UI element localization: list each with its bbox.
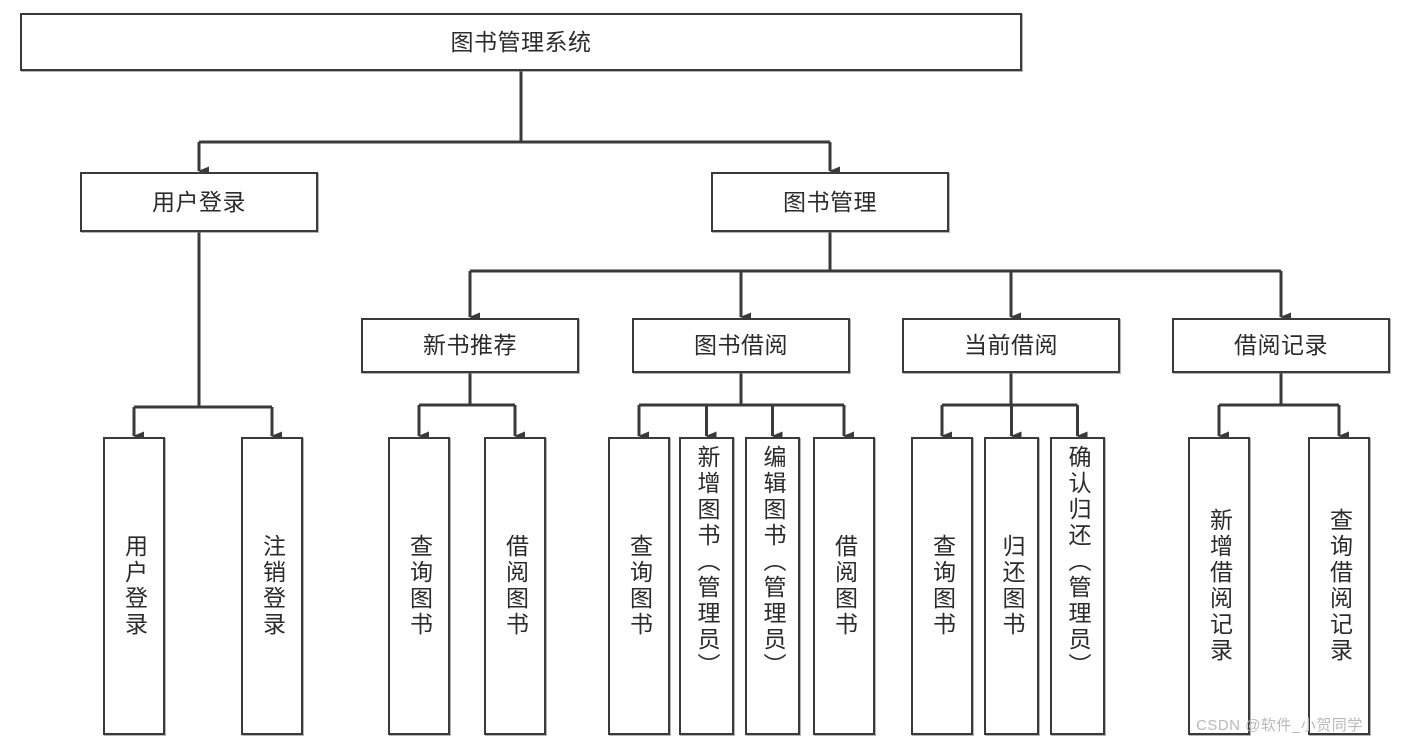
node-label: 查询图书: [626, 534, 653, 638]
node-label: 图书借阅: [694, 332, 788, 359]
leaf-confirm-return-admin[interactable]: 确认归还（管理员）: [1050, 437, 1105, 735]
leaf-return-books[interactable]: 归还图书: [984, 437, 1039, 735]
node-label: 新书推荐: [423, 332, 517, 359]
node-label: 查询图书: [406, 534, 433, 638]
node-label: 新增图书（管理员）: [694, 445, 720, 679]
node-book-management[interactable]: 图书管理: [711, 172, 949, 232]
node-label: 借阅图书: [831, 534, 858, 638]
leaf-query-books-recommendation[interactable]: 查询图书: [388, 437, 450, 735]
node-label: 编辑图书（管理员）: [760, 445, 786, 679]
node-label: 图书管理: [783, 188, 877, 215]
node-label: 归还图书: [999, 534, 1025, 638]
node-label: 确认归还（管理员）: [1065, 445, 1091, 679]
node-label: 借阅图书: [502, 534, 529, 638]
node-label: 新增借阅记录: [1206, 508, 1233, 664]
node-new-book-recommendation[interactable]: 新书推荐: [361, 318, 579, 373]
leaf-borrow-books-borrowing[interactable]: 借阅图书: [813, 437, 875, 735]
node-label: 图书管理系统: [450, 28, 592, 55]
node-label: 用户登录: [152, 188, 246, 215]
leaf-add-borrowing-record[interactable]: 新增借阅记录: [1188, 437, 1250, 735]
node-root-book-management-system[interactable]: 图书管理系统: [20, 13, 1022, 71]
node-label: 查询借阅记录: [1326, 508, 1353, 664]
leaf-add-book-admin[interactable]: 新增图书（管理员）: [679, 437, 734, 735]
leaf-borrow-books-recommendation[interactable]: 借阅图书: [484, 437, 546, 735]
node-label: 当前借阅: [964, 332, 1058, 359]
node-borrowing-records[interactable]: 借阅记录: [1172, 318, 1390, 373]
node-user-login[interactable]: 用户登录: [80, 172, 318, 232]
csdn-watermark: CSDN @软件_小贺同学: [1196, 717, 1363, 734]
leaf-query-books-current[interactable]: 查询图书: [911, 437, 973, 735]
node-label: 查询图书: [929, 534, 956, 638]
leaf-logout[interactable]: 注销登录: [241, 437, 303, 735]
node-label: 用户登录: [121, 534, 148, 638]
leaf-query-books-borrowing[interactable]: 查询图书: [608, 437, 670, 735]
leaf-edit-book-admin[interactable]: 编辑图书（管理员）: [745, 437, 800, 735]
node-label: 借阅记录: [1234, 332, 1328, 359]
leaf-query-borrowing-record[interactable]: 查询借阅记录: [1308, 437, 1370, 735]
node-label: 注销登录: [259, 534, 286, 638]
leaf-user-login[interactable]: 用户登录: [103, 437, 165, 735]
node-current-borrowing[interactable]: 当前借阅: [902, 318, 1120, 373]
node-book-borrowing[interactable]: 图书借阅: [632, 318, 850, 373]
